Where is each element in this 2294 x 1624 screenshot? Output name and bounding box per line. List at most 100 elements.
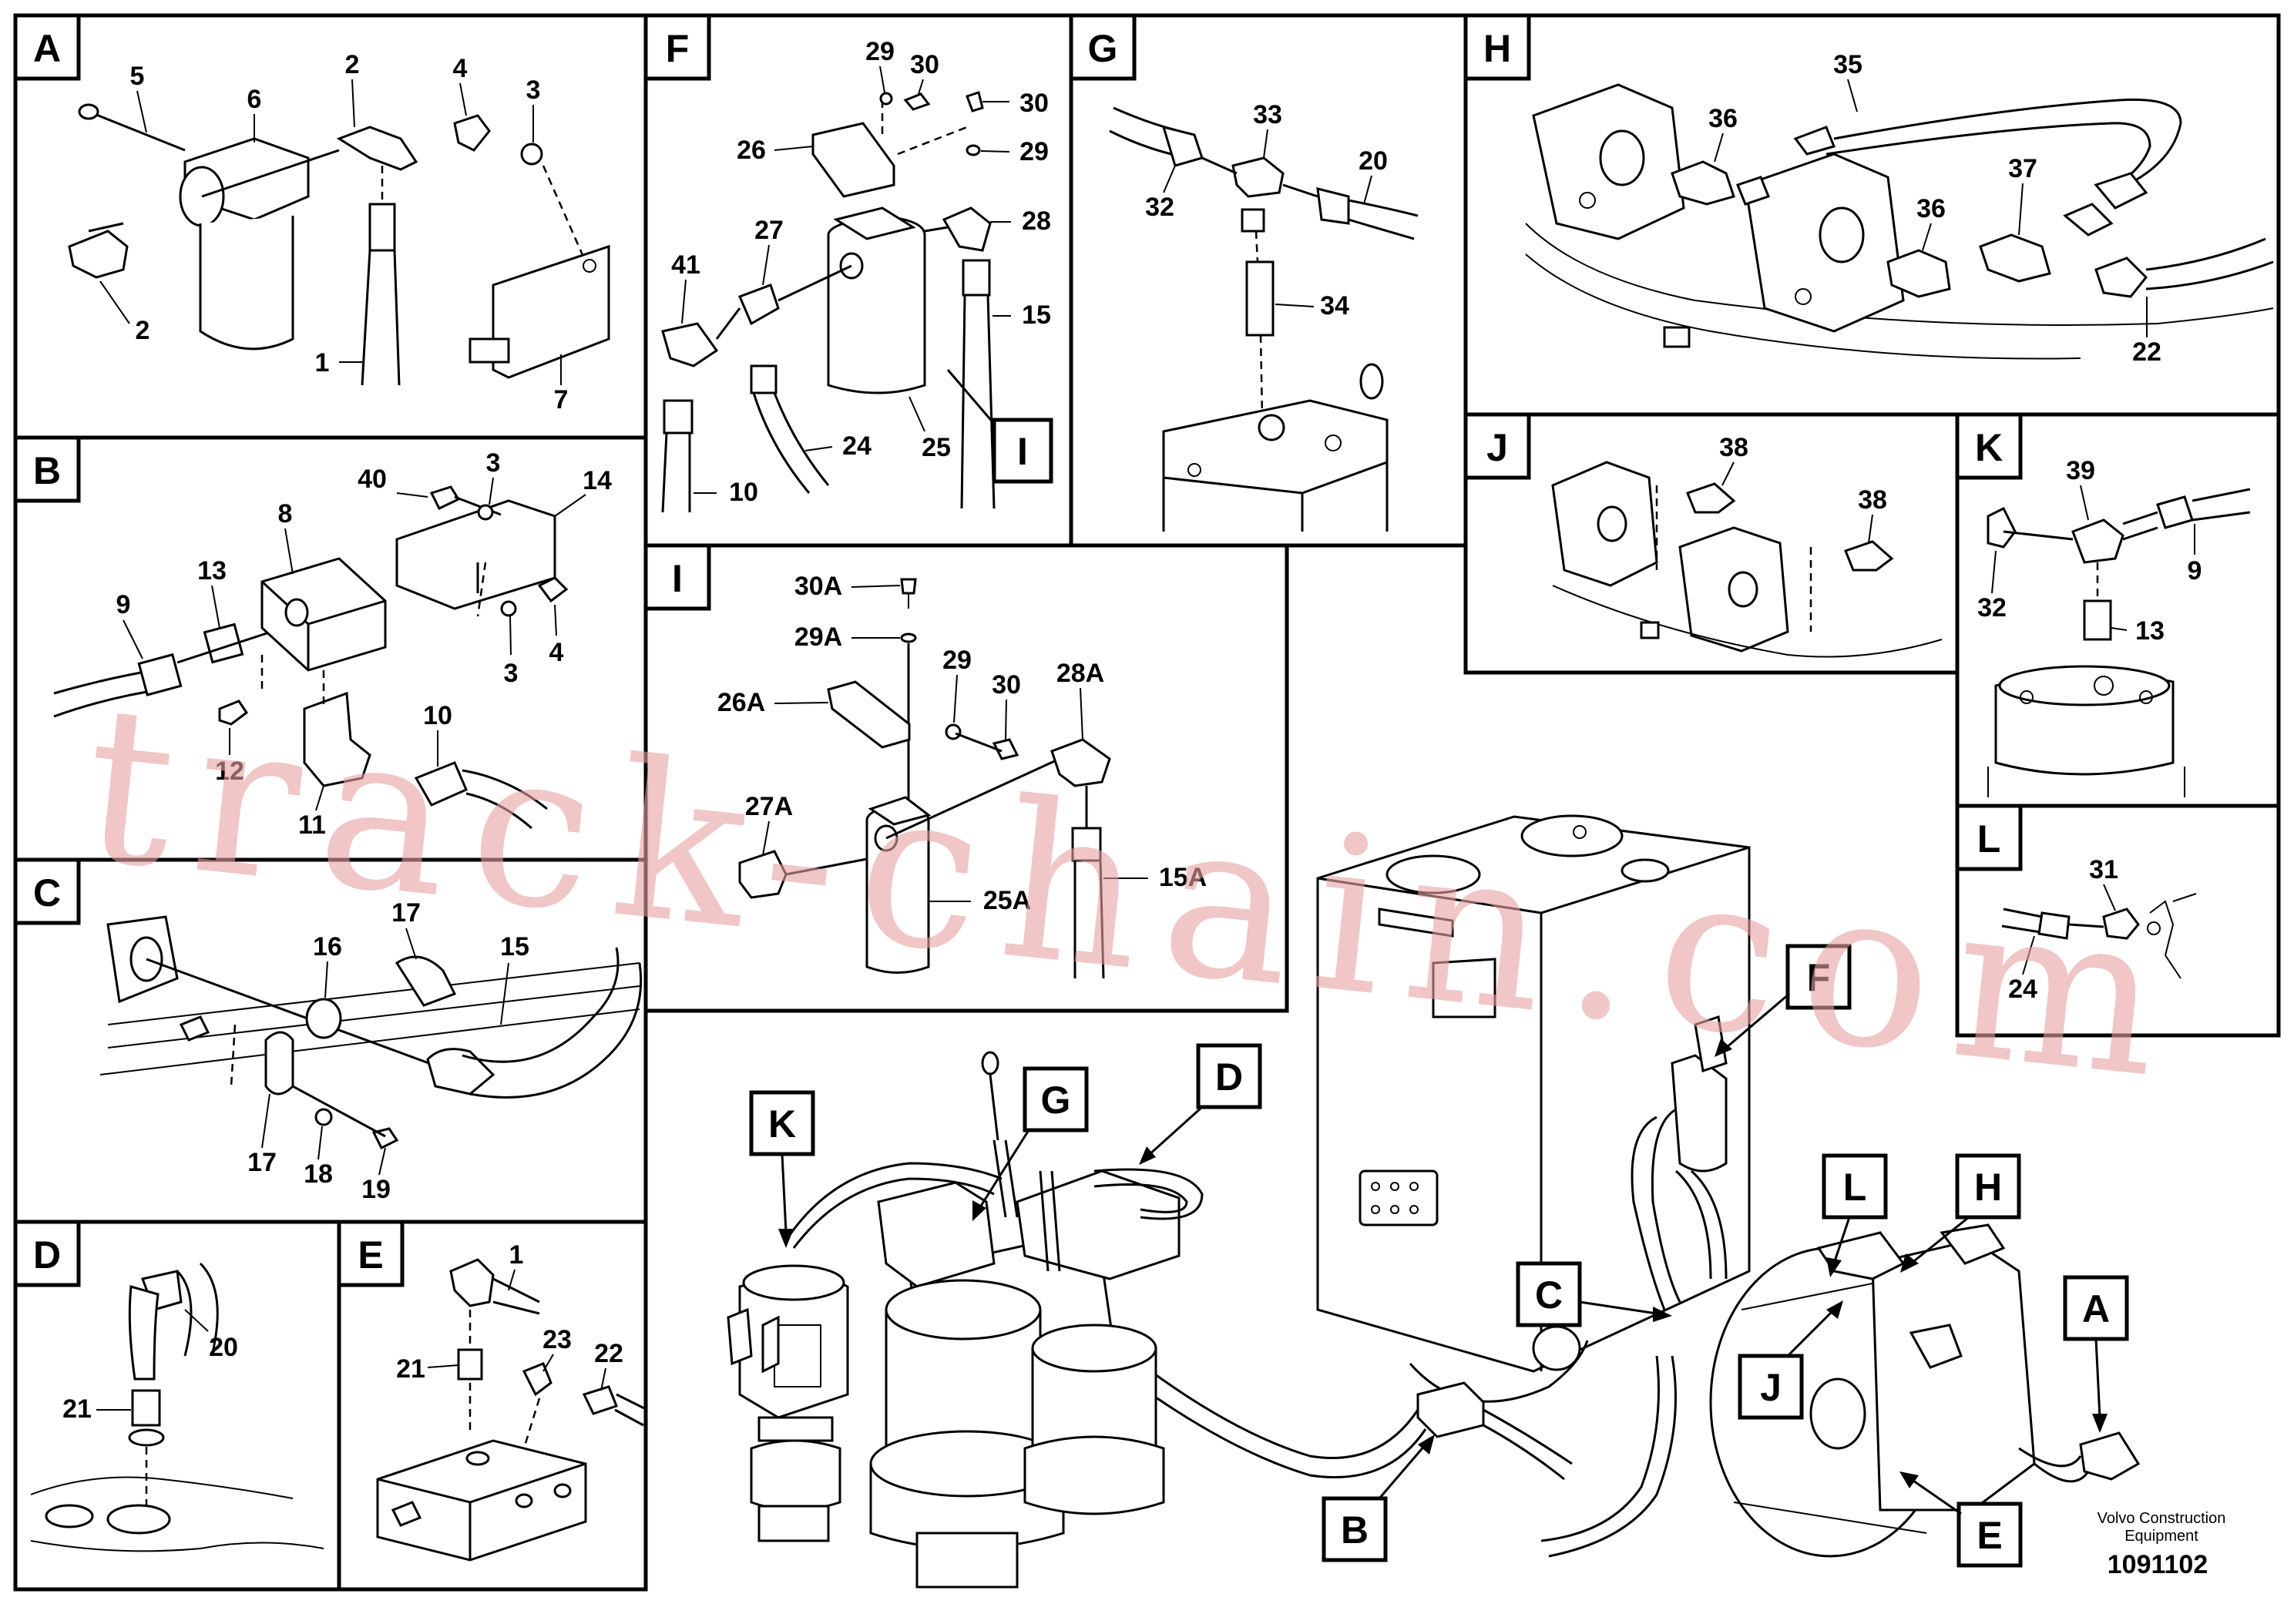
panel-a-label: A	[13, 13, 81, 81]
part-callout: 31	[2089, 855, 2118, 884]
panel-j-drawing: 38 38	[1551, 433, 1943, 658]
part-callout: 28A	[1056, 659, 1104, 688]
part-callout: 41	[671, 250, 700, 280]
part-callout: 25	[922, 433, 951, 462]
panel-g-drawing: 33 32 20 34	[1109, 100, 1419, 532]
panel-c-label: C	[13, 857, 81, 925]
overview-marker-l	[1822, 1153, 1888, 1220]
part-callout: 35	[1833, 50, 1862, 79]
part-callout: 32	[1145, 193, 1174, 222]
panel-k-drawing: 39 9 32 13	[1977, 456, 2251, 797]
section-letter: I	[1017, 430, 1028, 473]
overview-marker-j	[1738, 1354, 1804, 1420]
panel-f-label: F	[643, 13, 711, 81]
section-letter: C	[1535, 1273, 1563, 1317]
panel-f-ref-box	[992, 418, 1053, 484]
part-callout: 4	[549, 638, 564, 667]
part-callout: 38	[1858, 485, 1887, 515]
part-callout: 32	[1977, 593, 2007, 622]
section-letter: A	[2082, 1287, 2110, 1330]
section-letter: L	[1843, 1166, 1867, 1209]
section-letter: G	[1088, 27, 1118, 70]
panel-d-drawing: 20 21	[30, 1262, 324, 1552]
panel-c-drawing: 16 17 15 17 18 19	[99, 898, 643, 1204]
panel-l-label: L	[1955, 804, 2023, 871]
part-callout: 38	[1719, 433, 1748, 462]
part-callout: 21	[62, 1394, 92, 1424]
panel-a-drawing: 5 6 2 4 3 2 1 7	[68, 50, 610, 414]
part-callout: 28	[1022, 206, 1051, 236]
part-callout: 29A	[794, 622, 842, 652]
part-callout: 1	[315, 348, 330, 377]
part-callout: 22	[2132, 337, 2161, 367]
part-callout: 16	[313, 932, 342, 961]
part-callout: 14	[583, 466, 612, 495]
part-callout: 40	[358, 465, 387, 494]
part-callout: 29	[865, 37, 895, 66]
part-callout: 13	[2135, 616, 2165, 646]
part-callout: 10	[423, 701, 452, 730]
drawing-footer: Volvo Construction Equipment 1091102	[2098, 1510, 2226, 1579]
section-letter: H	[1483, 27, 1511, 70]
panel-l-drawing: 31 24	[2001, 855, 2197, 1004]
part-callout: 9	[2188, 556, 2202, 586]
panel-b-drawing: 40 3 14 8 13 9 10 12 11 3 4	[53, 448, 612, 840]
part-callout: 13	[197, 556, 227, 586]
part-callout: 3	[526, 75, 541, 105]
panel-l-frame	[1955, 804, 2281, 1038]
part-callout: 2	[345, 50, 360, 79]
part-callout: 34	[1320, 291, 1349, 320]
part-callout: 15	[1022, 300, 1051, 330]
section-letter: J	[1486, 426, 1508, 469]
overview-marker-f	[1785, 944, 1852, 1010]
section-letter: A	[33, 27, 61, 70]
company-name-line1: Volvo Construction	[2098, 1510, 2226, 1527]
section-letter: H	[1974, 1166, 2002, 1209]
overview-marker-d	[1196, 1043, 1262, 1109]
part-callout: 2	[136, 316, 150, 345]
part-callout: 39	[2066, 456, 2095, 485]
overview-marker-c	[1516, 1261, 1582, 1327]
part-callout: 15A	[1159, 863, 1207, 892]
part-callout: 15	[500, 932, 529, 961]
part-callout: 29	[942, 646, 972, 675]
part-callout: 3	[504, 659, 519, 688]
panel-d-label: D	[13, 1220, 81, 1287]
section-letter: D	[1215, 1055, 1243, 1099]
part-callout: 30	[992, 670, 1021, 700]
section-letter: G	[1041, 1079, 1071, 1122]
section-letter: I	[672, 557, 683, 600]
panel-g-label: G	[1069, 13, 1137, 81]
section-letter: K	[768, 1102, 796, 1146]
part-callout: 5	[130, 62, 145, 91]
part-callout: 24	[2008, 975, 2037, 1004]
part-callout: 25A	[983, 886, 1031, 915]
overview-marker-k	[749, 1090, 815, 1156]
section-letter: L	[1977, 817, 2001, 861]
part-callout: 30	[1019, 89, 1049, 118]
section-letter: B	[1341, 1508, 1369, 1552]
panel-e-drawing: 1 21 23 22	[376, 1240, 648, 1562]
part-callout: 4	[453, 54, 468, 83]
part-callout: 21	[396, 1354, 425, 1384]
section-letter: J	[1760, 1366, 1782, 1409]
overview-marker-g	[1023, 1066, 1089, 1132]
part-callout: 11	[298, 810, 326, 840]
part-callout: 27	[754, 216, 784, 245]
overview-marker-e	[1956, 1502, 2023, 1568]
panel-b-label: B	[13, 435, 81, 503]
overview-drawing	[727, 814, 2141, 1589]
part-callout: 3	[486, 448, 501, 478]
part-callout: 30	[910, 50, 939, 79]
company-name-line2: Equipment	[2124, 1528, 2198, 1545]
section-letter: K	[1975, 426, 2003, 469]
part-callout: 9	[116, 590, 131, 619]
part-callout: 6	[247, 85, 262, 114]
part-callout: 37	[2008, 154, 2037, 183]
section-letter: E	[358, 1233, 383, 1277]
part-callout: 30A	[794, 572, 842, 601]
part-callout: 8	[278, 499, 293, 528]
panel-k-label: K	[1955, 412, 2023, 480]
panel-h-drawing: 35 36 37 36 22	[1525, 50, 2274, 367]
